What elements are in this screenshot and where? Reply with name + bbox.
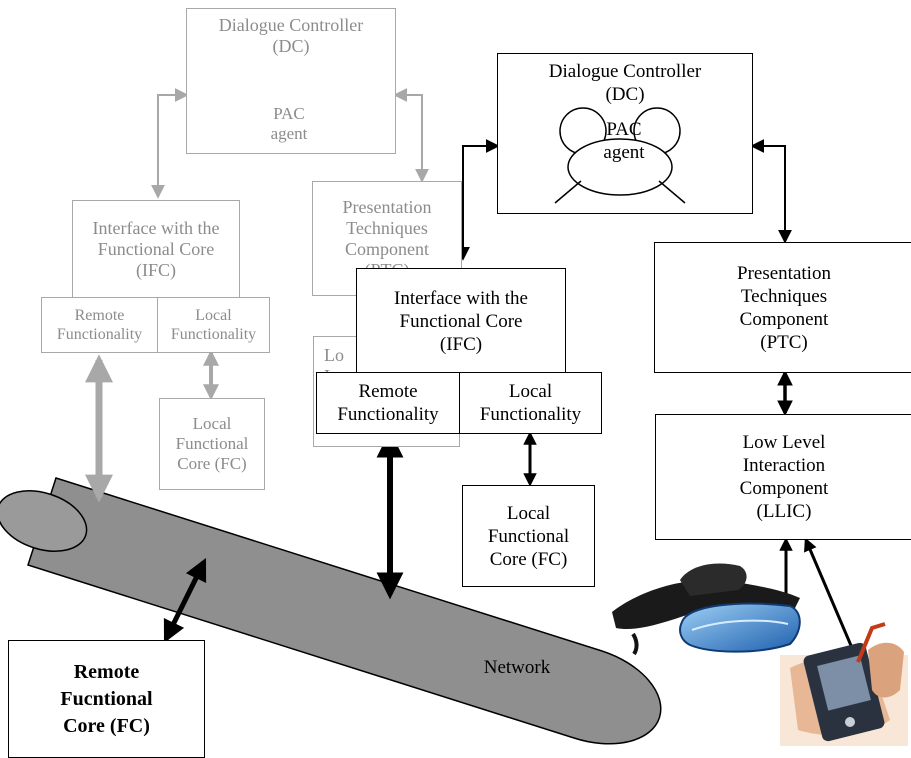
gray-ifc-title: Interface with the Functional Core (IFC): [92, 217, 220, 280]
gray-pac-agent-label: PAC agent: [270, 104, 308, 143]
local-functionality-label: Local Functionality: [479, 381, 582, 425]
gray-connectors: [85, 88, 429, 503]
gray-dialogue-controller-box: Dialogue Controller (DC): [186, 8, 396, 154]
llic-pda-arrow: [804, 537, 860, 665]
ptc-box: Presentation Techniques Component (PTC): [654, 242, 911, 373]
local-functionality-box: Local Functionality: [459, 372, 602, 434]
llic-label: Low Level Interaction Component (LLIC): [739, 432, 829, 522]
gray-dc-ptc-arrow: [393, 88, 429, 183]
gray-ifc-box: Interface with the Functional Core (IFC): [72, 200, 240, 298]
remote-fc-box: Remote Fucntional Core (FC): [8, 640, 205, 758]
head-mounted-display-icon: [612, 563, 801, 656]
network-pipe: [0, 477, 662, 745]
gray-remote-functionality-box: Remote Functionality: [41, 297, 158, 353]
local-fc-label: Local Functional Core (FC): [487, 502, 570, 570]
gray-dc-ifc-arrow: [151, 88, 189, 199]
pac-agent-icon: [554, 107, 686, 204]
remote-fc-label: Remote Fucntional Core (FC): [60, 660, 153, 737]
dc-ptc-arrow: [750, 139, 792, 244]
ifc-box: Interface with the Functional Core (IFC): [356, 268, 566, 374]
gray-dc-title: Dialogue Controller (DC): [218, 15, 364, 56]
remote-functionality-box: Remote Functionality: [316, 372, 460, 434]
pac-agent-label: PAC agent: [603, 119, 645, 163]
local-fc-box: Local Functional Core (FC): [462, 485, 595, 587]
gray-local-functionality-label: Local Functionality: [170, 307, 257, 343]
network-label: Network: [483, 657, 551, 678]
gray-local-functionality-box: Local Functionality: [157, 297, 270, 353]
black-connectors: [163, 139, 860, 665]
ifc-title: Interface with the Functional Core (IFC): [394, 287, 528, 355]
pda-device-icon: [780, 622, 908, 746]
llic-box: Low Level Interaction Component (LLIC): [655, 414, 911, 540]
gray-remote-functionality-label: Remote Functionality: [56, 307, 143, 343]
gray-local-fc-label: Local Functional Core (FC): [175, 414, 249, 473]
dc-title: Dialogue Controller (DC): [548, 61, 702, 105]
ptc-label: Presentation Techniques Component (PTC): [737, 262, 831, 353]
remote-functionality-label: Remote Functionality: [337, 381, 439, 425]
dc-ifc-arrow: [456, 139, 500, 261]
network-remote-fc-arrow: [163, 557, 207, 644]
gray-local-fc-box: Local Functional Core (FC): [159, 398, 265, 490]
